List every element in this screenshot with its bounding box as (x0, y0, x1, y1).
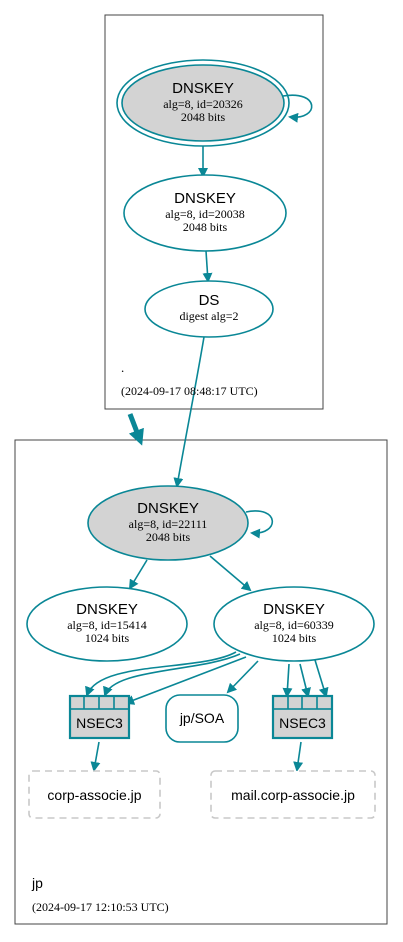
edge-nsec3right-name (293, 741, 304, 772)
jp-zsk1-node[interactable]: DNSKEY alg=8, id=15414 1024 bits (26, 586, 188, 662)
root-zsk-alg: alg=8, id=20038 (165, 207, 245, 221)
edge-zsk2-nsec3right-c (314, 659, 329, 698)
zone-jp-timestamp: (2024-09-17 12:10:53 UTC) (32, 900, 169, 914)
zone-root-box (104, 14, 324, 410)
root-ds-digest: digest alg=2 (179, 309, 238, 323)
name-right-title: mail.corp-associe.jp (231, 787, 355, 803)
root-ksk-node[interactable]: DNSKEY alg=8, id=20326 2048 bits (116, 59, 290, 147)
zone-root-timestamp: (2024-09-17 08:48:17 UTC) (121, 384, 258, 398)
zone-root-name: . (121, 360, 124, 375)
edge-zsk2-soa (226, 660, 259, 694)
nsec3-left-node[interactable]: NSEC3 (68, 694, 131, 740)
nsec3-left-title: NSEC3 (76, 715, 123, 731)
edge-zsk-ds (202, 250, 213, 283)
jp-zsk2-title: DNSKEY (263, 601, 325, 618)
jp-ksk-node[interactable]: DNSKEY alg=8, id=22111 2048 bits (87, 485, 249, 561)
edge-zsk2-nsec3left-c (124, 656, 247, 705)
root-ksk-alg: alg=8, id=20326 (163, 97, 243, 111)
name-left-node[interactable]: corp-associe.jp (28, 770, 161, 819)
jp-zsk2-alg: alg=8, id=60339 (254, 618, 334, 632)
jp-zsk1-bits: 1024 bits (85, 631, 130, 645)
edge-jpksk-zsk2 (209, 555, 252, 592)
root-zsk-bits: 2048 bits (183, 220, 228, 234)
root-ds-node[interactable]: DS digest alg=2 (144, 280, 274, 338)
root-ksk-title: DNSKEY (172, 80, 234, 97)
jp-zsk2-bits: 1024 bits (272, 631, 317, 645)
jp-ksk-bits: 2048 bits (146, 530, 191, 544)
root-zsk-title: DNSKEY (174, 190, 236, 207)
jp-ksk-alg: alg=8, id=22111 (129, 517, 208, 531)
edge-zsk2-nsec3left-a (85, 651, 237, 697)
jp-zsk1-alg: alg=8, id=15414 (67, 618, 147, 632)
nsec3-right-title: NSEC3 (279, 715, 326, 731)
soa-node[interactable]: jp/SOA (165, 694, 239, 743)
root-ksk-bits: 2048 bits (181, 110, 226, 124)
nsec3-right-node[interactable]: NSEC3 (271, 694, 334, 740)
zone-jp-name: jp (31, 875, 43, 891)
soa-title: jp/SOA (179, 710, 225, 726)
edge-jpksk-zsk1 (128, 559, 148, 590)
root-zsk-node[interactable]: DNSKEY alg=8, id=20038 2048 bits (123, 174, 287, 252)
jp-ksk-title: DNSKEY (137, 500, 199, 517)
edge-nsec3left-name (90, 741, 101, 772)
zone-jp-box (14, 439, 388, 925)
delegation-arrow (127, 413, 144, 446)
jp-ksk-self-edge (245, 510, 274, 539)
jp-zsk1-title: DNSKEY (76, 601, 138, 618)
root-ksk-self-edge (282, 94, 313, 123)
edge-zsk2-nsec3right-a (282, 663, 293, 698)
edge-zsk2-nsec3left-b (103, 653, 241, 697)
name-right-node[interactable]: mail.corp-associe.jp (210, 770, 376, 819)
edge-zsk2-nsec3right-b (299, 663, 311, 698)
jp-zsk2-node[interactable]: DNSKEY alg=8, id=60339 1024 bits (213, 586, 375, 662)
edge-ds-jpksk (173, 336, 205, 488)
name-left-title: corp-associe.jp (47, 787, 141, 803)
root-ds-title: DS (199, 292, 220, 309)
